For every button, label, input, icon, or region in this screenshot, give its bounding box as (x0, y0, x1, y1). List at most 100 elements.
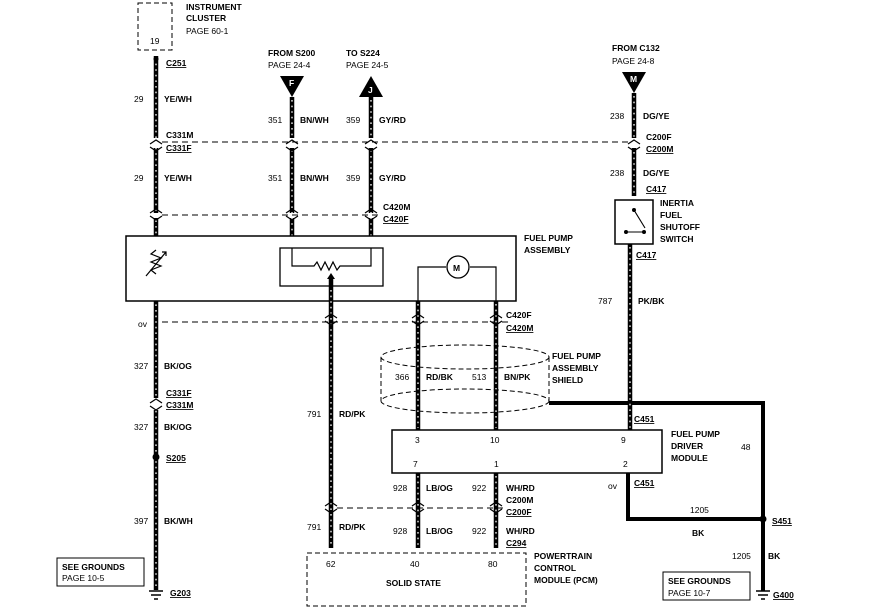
rdpk-top: RD/PK (339, 409, 366, 419)
bkog-top: BK/OG (164, 361, 192, 371)
g203-ground-icon (149, 590, 163, 600)
grounds-left-box[interactable] (56, 557, 145, 587)
from-s200-letter: F (289, 78, 294, 88)
c331m-label-bottom: C331M (166, 400, 193, 410)
c420f-label-top: C420F (383, 214, 409, 224)
dgye-bottom: DG/YE (643, 168, 670, 178)
shield-label-3: SHIELD (552, 375, 583, 385)
s451-label: S451 (772, 516, 792, 526)
c294-label: C294 (506, 538, 527, 548)
wire-366-label: 366 (395, 372, 409, 382)
wire-787-label: 787 (598, 296, 612, 306)
c331f-label-top: C331F (166, 143, 192, 153)
c331m-label-top: C331M (166, 130, 193, 140)
motor-leads (417, 266, 497, 301)
c420f-label-bottom: C420F (506, 310, 532, 320)
wire-922-bottom: 922 (472, 526, 486, 536)
fpdm-label-2: DRIVER (671, 441, 703, 451)
inertia-switch-icon (624, 208, 646, 234)
dgye-top: DG/YE (643, 111, 670, 121)
wire-928-bottom: 928 (393, 526, 407, 536)
c251-label: C251 (166, 58, 187, 68)
shield-drain-wire[interactable] (549, 401, 765, 575)
fpa-label-2: ASSEMBLY (524, 245, 571, 255)
from-c132-arrow-icon[interactable] (622, 72, 646, 93)
cluster-pin: 19 (150, 36, 160, 46)
g203-label: G203 (170, 588, 191, 598)
to-s224-letter: J (368, 85, 373, 95)
to-s224-page: PAGE 24-5 (346, 60, 389, 70)
pcm-box[interactable] (306, 552, 527, 607)
bk-bottom: BK (768, 551, 781, 561)
wire-29-top: 29 (134, 94, 144, 104)
variable-resistor-icon (145, 249, 167, 277)
wire-327-top: 327 (134, 361, 148, 371)
wire-48-label: 48 (741, 442, 751, 452)
c200-connector-bottom (324, 501, 503, 514)
wire-928-top: 928 (393, 483, 407, 493)
pkbk-label: PK/BK (638, 296, 665, 306)
wire-1205-horizontal[interactable] (626, 473, 763, 521)
s451-splice[interactable] (759, 515, 767, 523)
c200f-label-bottom: C200F (506, 507, 532, 517)
grounds-right-box[interactable] (662, 571, 751, 601)
pcm-pin-62: 62 (326, 559, 336, 569)
pcm-inside: SOLID STATE (386, 578, 441, 588)
fpdm-pin-7: 7 (413, 459, 418, 469)
sender-resistor-icon (291, 248, 372, 272)
pcm-pin-40: 40 (410, 559, 420, 569)
wire-397: 397 (134, 516, 148, 526)
fpdm-pin-3: 3 (415, 435, 420, 445)
whrd-bottom: WH/RD (506, 526, 535, 536)
s205-splice[interactable] (152, 453, 160, 461)
wire-351-top: 351 (268, 115, 282, 125)
c200f-label-top: C200F (646, 132, 672, 142)
fpa-label-1: FUEL PUMP (524, 233, 573, 243)
c200-connector-top (627, 139, 641, 152)
c331-connector-bottom (149, 398, 163, 411)
bnpk-label: BN/PK (504, 372, 531, 382)
grounds-right-title: SEE GROUNDS (668, 576, 731, 586)
c420-connector-top (149, 208, 378, 221)
wire-359-bottom: 359 (346, 173, 360, 183)
wire-359-top: 359 (346, 115, 360, 125)
yewh-bottom: YE/WH (164, 173, 192, 183)
grounds-left-title: SEE GROUNDS (62, 562, 125, 572)
s205-label: S205 (166, 453, 186, 463)
c200m-label-bottom: C200M (506, 495, 533, 505)
inertia-label-3: SHUTOFF (660, 222, 700, 232)
inertia-switch-box[interactable] (614, 199, 654, 245)
wire-513-label: 513 (472, 372, 486, 382)
pcm-label-3: MODULE (PCM) (534, 575, 598, 585)
g400-ground-icon (756, 590, 770, 600)
c451-label-bottom: C451 (634, 478, 655, 488)
rdbk-label: RD/BK (426, 372, 454, 382)
sender-wiper-icon (327, 273, 335, 279)
grounds-right-page: PAGE 10-7 (668, 588, 711, 598)
inertia-label-4: SWITCH (660, 234, 694, 244)
c420-791-connector (324, 313, 338, 326)
fuel-pump-driver-module[interactable] (391, 429, 663, 474)
wire-351-bottom: 351 (268, 173, 282, 183)
bkog-bottom: BK/OG (164, 422, 192, 432)
gyrd-bottom: GY/RD (379, 173, 406, 183)
pcm-label-1: POWERTRAIN (534, 551, 592, 561)
from-s200-title: FROM S200 (268, 48, 316, 58)
ov-left: ov (138, 319, 148, 329)
fpdm-pin-2: 2 (623, 459, 628, 469)
wire-791-top: 791 (307, 409, 321, 419)
grounds-left-page: PAGE 10-5 (62, 573, 105, 583)
fpdm-label-1: FUEL PUMP (671, 429, 720, 439)
wire-1205-bottom: 1205 (732, 551, 751, 561)
fuel-pump-motor-icon[interactable] (446, 255, 470, 279)
wire-238-top: 238 (610, 111, 624, 121)
from-s200-arrow-icon[interactable] (280, 76, 304, 97)
bkwh-label: BK/WH (164, 516, 193, 526)
fpdm-pin-10: 10 (490, 435, 500, 445)
bnwh-bottom: BN/WH (300, 173, 329, 183)
fpdm-pin-1: 1 (494, 459, 499, 469)
g400-label: G400 (773, 590, 794, 600)
to-s224-arrow-icon[interactable] (359, 76, 383, 97)
from-c132-title: FROM C132 (612, 43, 660, 53)
instrument-cluster-box[interactable] (137, 2, 173, 51)
